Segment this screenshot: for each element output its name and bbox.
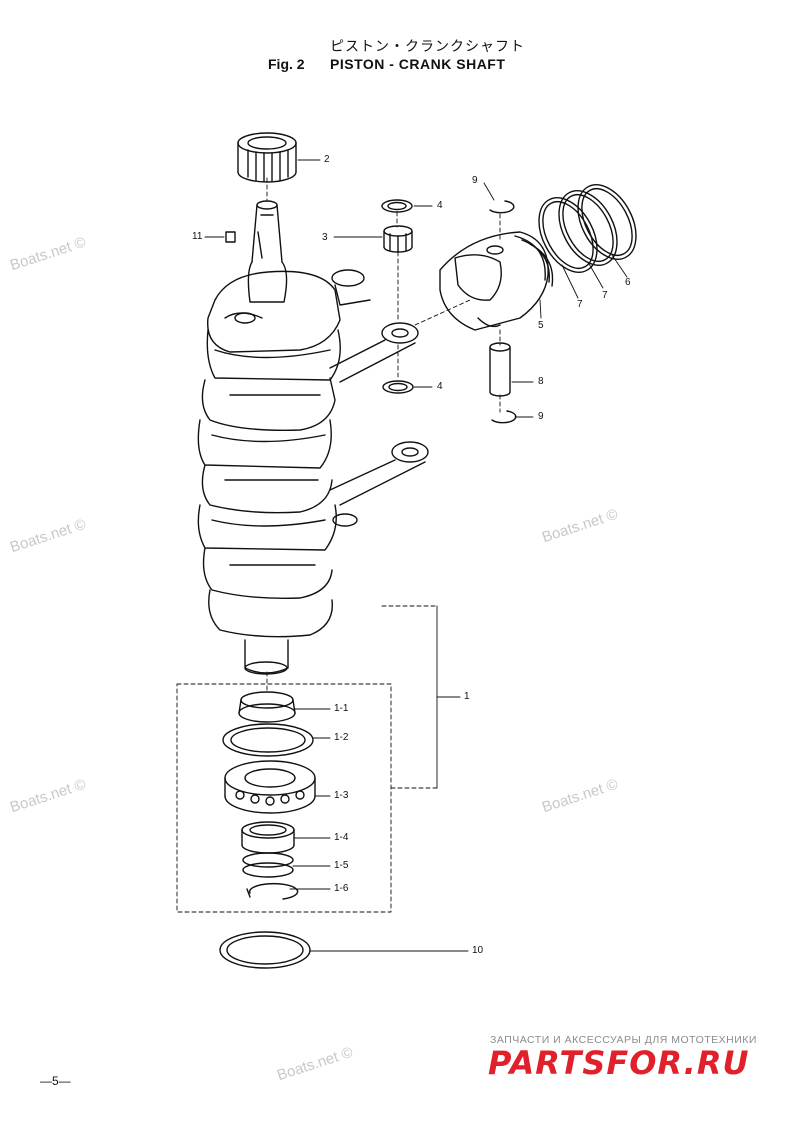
- callout-9-lower: 9: [538, 411, 544, 422]
- promo-brand-logo[interactable]: PARTSFOR.RU: [488, 1044, 750, 1082]
- crankshaft-upper-shaft: [225, 200, 288, 303]
- callout-10: 10: [472, 945, 484, 956]
- promo-tagline: ЗАПЧАСТИ И АКСЕССУАРЫ ДЛЯ МОТОТЕХНИКИ: [490, 1034, 757, 1046]
- callout-3: 3: [322, 232, 328, 243]
- callout-4-upper: 4: [437, 200, 443, 211]
- ball-bearing-1-3-part: [224, 760, 316, 814]
- piston-ring-7a-part: [538, 197, 598, 273]
- kit-bracket: [436, 605, 461, 789]
- lower-connecting-rod: [329, 441, 429, 527]
- piston-part: [439, 231, 554, 331]
- upper-connecting-rod: [329, 269, 419, 383]
- callout-7-left: 7: [577, 299, 583, 310]
- callout-1-1: 1-1: [334, 703, 349, 714]
- callout-11: 11: [192, 231, 203, 242]
- callout-2: 2: [324, 154, 330, 165]
- callout-4-lower: 4: [437, 381, 443, 392]
- page-number: —5—: [40, 1074, 71, 1088]
- title-english: PISTON - CRANK SHAFT: [330, 56, 506, 72]
- bearing-race-1-4-part: [241, 821, 295, 854]
- callout-1-2: 1-2: [334, 732, 349, 743]
- callout-9-upper: 9: [472, 175, 478, 186]
- washer-lower-part: [382, 380, 414, 394]
- piston-ring-6-part: [577, 184, 637, 260]
- o-ring-1-2-part: [222, 723, 314, 757]
- crankshaft-body: [197, 270, 341, 675]
- piston-pin-part: [489, 342, 511, 397]
- thrust-washer-10-part: [219, 931, 311, 969]
- circlip-upper-part: [489, 200, 515, 214]
- title-japanese: ピストン・クランクシャフト: [330, 39, 525, 55]
- washer-upper-part: [381, 199, 413, 213]
- leader-lines: [204, 159, 628, 952]
- assembly-guide-lines: [176, 177, 501, 913]
- top-bearing-part: [237, 132, 297, 183]
- callout-1-5: 1-5: [334, 860, 349, 871]
- callout-6: 6: [625, 277, 631, 288]
- seal-ring-1-5-part: [242, 852, 294, 878]
- seal-1-1-part: [238, 691, 296, 723]
- callout-8: 8: [538, 376, 544, 387]
- small-end-bearing-part: [383, 225, 413, 253]
- callout-7-right: 7: [602, 290, 608, 301]
- callout-1-4: 1-4: [334, 832, 349, 843]
- piston-ring-7b-part: [558, 190, 618, 266]
- callout-1: 1: [464, 691, 470, 702]
- callout-5: 5: [538, 320, 544, 331]
- callout-1-3: 1-3: [334, 790, 349, 801]
- circlip-lower-part: [491, 410, 517, 424]
- snap-ring-1-6-part: [246, 882, 299, 900]
- callout-1-6: 1-6: [334, 883, 349, 894]
- figure-label: Fig. 2: [268, 56, 305, 72]
